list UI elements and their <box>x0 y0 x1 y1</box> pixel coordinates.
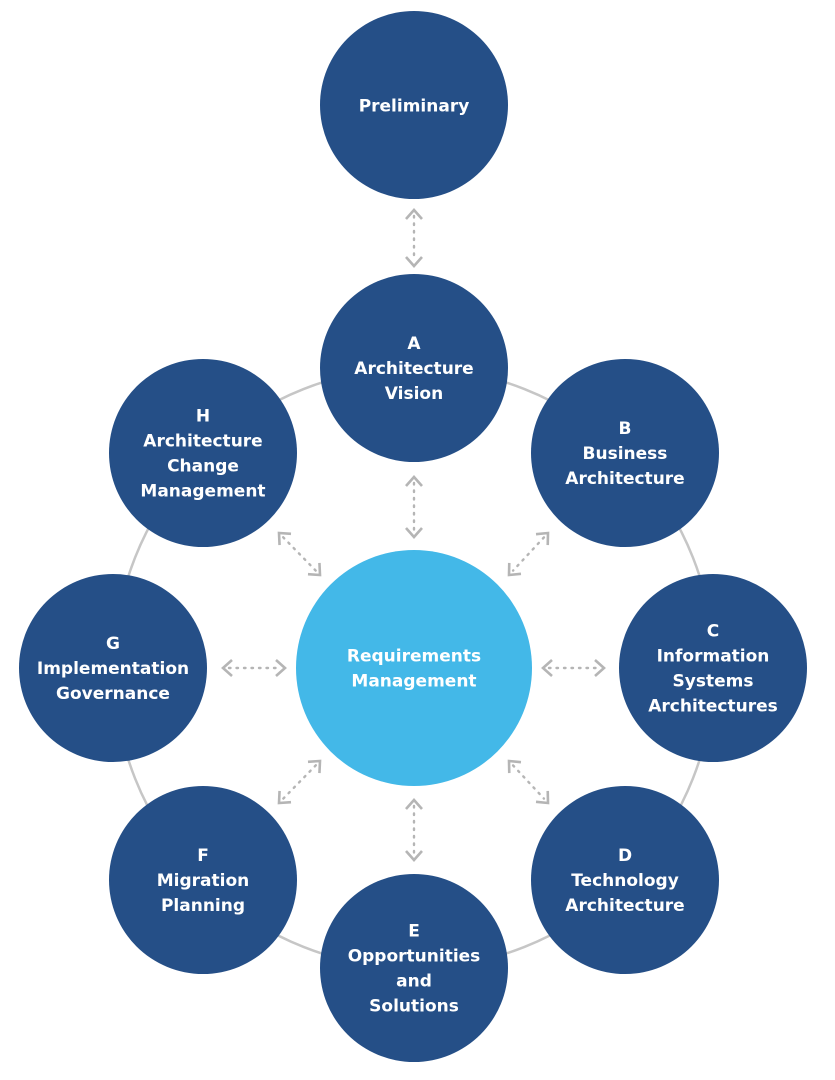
arrow-requirements-g-arrowhead-start <box>221 659 233 677</box>
phase-f-circle <box>109 786 297 974</box>
arrow-preliminary-a-arrowhead-end <box>405 256 423 268</box>
arrow-requirements-g-arrowhead-end <box>275 659 287 677</box>
phase-h-label-line: Change <box>167 457 239 477</box>
arrow-requirements-f-arrowhead-start <box>307 759 322 774</box>
phase-g-circle <box>19 574 207 762</box>
arrow-requirements-a <box>405 475 423 539</box>
arrow-requirements-e <box>405 798 423 862</box>
phase-b-label-line: Business <box>583 444 668 464</box>
phase-b-circle <box>531 359 719 547</box>
arrow-requirements-d <box>507 759 550 805</box>
arrow-requirements-d-arrowhead-end <box>535 790 550 805</box>
phase-e-circle <box>320 874 508 1062</box>
arrow-preliminary-a <box>405 208 423 268</box>
arrow-requirements-c-arrowhead-start <box>541 659 553 677</box>
phase-h-label-line: Management <box>140 482 265 502</box>
phase-a-label-line: Architecture <box>354 359 473 379</box>
phase-c-label-line: C <box>707 622 719 642</box>
requirements-management-label-line: Management <box>351 672 476 692</box>
phase-h-label-line: Architecture <box>143 432 262 452</box>
phase-preliminary-circle <box>320 11 508 199</box>
arrow-requirements-g <box>221 659 287 677</box>
phase-c-label-line: Information <box>657 647 770 667</box>
arrow-requirements-b-dotted-line <box>511 536 546 572</box>
phase-b-label-line: Architecture <box>565 469 684 489</box>
requirements-management-circle <box>296 550 532 786</box>
arrow-preliminary-a-arrowhead-start <box>405 208 423 220</box>
phase-b-label-line: B <box>619 419 632 439</box>
phase-preliminary-label-line: Preliminary <box>359 96 470 116</box>
phase-a-label-line: Vision <box>385 384 443 404</box>
phase-f-label-line: Planning <box>161 896 245 916</box>
phase-f-label-line: F <box>197 846 209 866</box>
phase-d-label-line: D <box>618 846 632 866</box>
phase-g-label-line: G <box>106 634 120 654</box>
arrow-requirements-e-arrowhead-start <box>405 798 423 810</box>
arrow-requirements-a-arrowhead-start <box>405 475 423 487</box>
requirements-management-label-line: Requirements <box>347 647 481 667</box>
phase-c-circle <box>619 574 807 762</box>
phase-e-label-line: E <box>408 922 420 942</box>
arrow-requirements-h <box>277 531 322 577</box>
phase-preliminary: Preliminary <box>320 11 508 199</box>
phase-d-label-line: Architecture <box>565 896 684 916</box>
arrow-requirements-d-dotted-line <box>511 764 546 800</box>
arrow-requirements-f-arrowhead-end <box>277 790 292 805</box>
phase-a-label-line: A <box>407 334 421 354</box>
arrow-requirements-h-dotted-line <box>281 536 318 572</box>
arrow-requirements-d-arrowhead-start <box>507 759 522 774</box>
arrow-requirements-c-arrowhead-end <box>594 659 606 677</box>
phase-g-label-line: Governance <box>56 684 170 704</box>
arrow-requirements-c <box>541 659 606 677</box>
phase-f-label-line: Migration <box>157 871 250 891</box>
phase-d-circle <box>531 786 719 974</box>
arrow-requirements-b-arrowhead-start <box>535 531 550 546</box>
phase-c-label-line: Systems <box>673 672 754 692</box>
arrow-requirements-f-dotted-line <box>281 764 318 800</box>
phase-h-circle <box>109 359 297 547</box>
connector-arrows <box>221 208 606 862</box>
phase-g-label-line: Implementation <box>37 659 189 679</box>
arrow-requirements-h-arrowhead-start <box>277 531 292 546</box>
arrow-requirements-b <box>507 531 550 577</box>
arrow-requirements-a-arrowhead-end <box>405 527 423 539</box>
arrow-requirements-f <box>277 759 322 805</box>
phase-e-label-line: Solutions <box>369 997 459 1017</box>
arrow-requirements-e-arrowhead-end <box>405 850 423 862</box>
phase-e-label-line: Opportunities <box>348 947 481 967</box>
phase-a-circle <box>320 274 508 462</box>
arrow-requirements-h-arrowhead-end <box>307 562 322 577</box>
phase-d-label-line: Technology <box>571 871 679 891</box>
phase-c-label-line: Architectures <box>648 697 778 717</box>
arrow-requirements-b-arrowhead-end <box>507 562 522 577</box>
phase-h-label-line: H <box>196 407 210 427</box>
phase-nodes: PreliminaryAArchitectureVisionBBusinessA… <box>19 11 807 1062</box>
phase-e-label-line: and <box>396 972 432 992</box>
